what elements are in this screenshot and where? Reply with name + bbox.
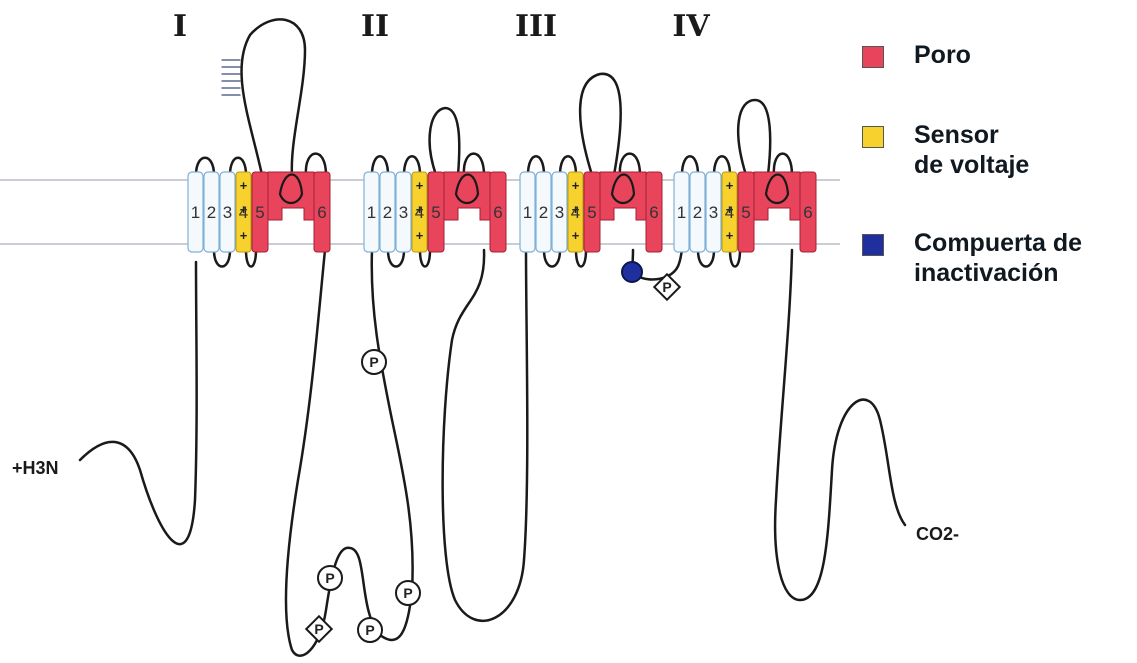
segment-number: 5: [431, 203, 440, 222]
legend-label-gate: Compuerta de inactivación: [914, 228, 1082, 288]
domain-label-iv: IV: [672, 9, 710, 44]
sensor-swatch: [862, 126, 884, 148]
segment-number: 3: [399, 203, 408, 222]
phospho-site-2: P: [318, 566, 342, 590]
phospho-site-1: P: [362, 350, 386, 374]
phospho-label: P: [369, 354, 378, 370]
segment-number: 6: [803, 203, 812, 222]
phospho-site-diamond-1: P: [306, 616, 331, 641]
segment-number: 3: [555, 203, 564, 222]
segment-number: 4: [725, 203, 734, 222]
c-terminus-label: CO2-: [916, 524, 959, 544]
segment-number: 3: [223, 203, 232, 222]
loop-ii-pore: [430, 108, 460, 175]
positive-charge: +: [240, 228, 248, 243]
pore-swatch: [862, 46, 884, 68]
segment-number: 6: [317, 203, 326, 222]
segment-number: 5: [741, 203, 750, 222]
inactivation-gate-ball: [622, 262, 642, 282]
polypeptide-chain: [80, 19, 905, 655]
segment-number: 6: [649, 203, 658, 222]
legend-item-sensor: Sensor de voltaje: [862, 120, 1029, 180]
legend-item-pore: Poro: [862, 40, 971, 70]
segment-number: 2: [693, 203, 702, 222]
segment-number: 3: [709, 203, 718, 222]
linker-i-ii: [286, 250, 413, 656]
transmembrane-helices: +++123456+++123456+++123456+++123456: [188, 172, 816, 252]
positive-charge: +: [572, 228, 580, 243]
legend-label-sensor: Sensor de voltaje: [914, 120, 1029, 180]
linker-ii-iii: [443, 250, 528, 621]
n-terminus-label: +H3N: [12, 458, 59, 478]
segment-number: 2: [539, 203, 548, 222]
domain-label-iii: III: [515, 9, 557, 44]
glycosylation-marks: [222, 60, 240, 95]
phospho-site-3: P: [396, 581, 420, 605]
legend-item-gate: Compuerta de inactivación: [862, 228, 1082, 288]
positive-charge: +: [572, 178, 580, 193]
loop-i-pore: [242, 19, 305, 175]
n-terminal-tail: [80, 262, 197, 544]
loop-iii-pore: [580, 74, 621, 175]
p-loop-pore-region: [268, 172, 314, 220]
positive-charge: +: [726, 178, 734, 193]
loop-iv-pore: [738, 100, 770, 175]
legend-label-pore: Poro: [914, 40, 971, 70]
segment-number: 2: [207, 203, 216, 222]
positive-charge: +: [416, 178, 424, 193]
segment-number: 1: [677, 203, 686, 222]
segment-number: 1: [367, 203, 376, 222]
p-loop-pore-region: [754, 172, 800, 220]
phospho-label: P: [325, 570, 334, 586]
segment-number: 4: [571, 203, 580, 222]
c-terminal-tail: [775, 250, 905, 600]
p-loop-pore-region: [600, 172, 646, 220]
positive-charge: +: [416, 228, 424, 243]
domain-label-ii: II: [361, 9, 389, 44]
gate-swatch: [862, 234, 884, 256]
positive-charge: +: [240, 178, 248, 193]
segment-number: 5: [255, 203, 264, 222]
phospho-label: P: [403, 585, 412, 601]
segment-number: 5: [587, 203, 596, 222]
positive-charge: +: [726, 228, 734, 243]
segment-number: 4: [239, 203, 248, 222]
phospho-label: P: [662, 279, 671, 295]
domain-label-i: I: [173, 9, 187, 44]
phospho-site-4: P: [358, 618, 382, 642]
phospho-label: P: [314, 621, 323, 637]
segment-number: 1: [191, 203, 200, 222]
p-loop-pore-region: [444, 172, 490, 220]
phospho-label: P: [365, 622, 374, 638]
segment-number: 6: [493, 203, 502, 222]
segment-number: 2: [383, 203, 392, 222]
segment-number: 1: [523, 203, 532, 222]
segment-number: 4: [415, 203, 424, 222]
